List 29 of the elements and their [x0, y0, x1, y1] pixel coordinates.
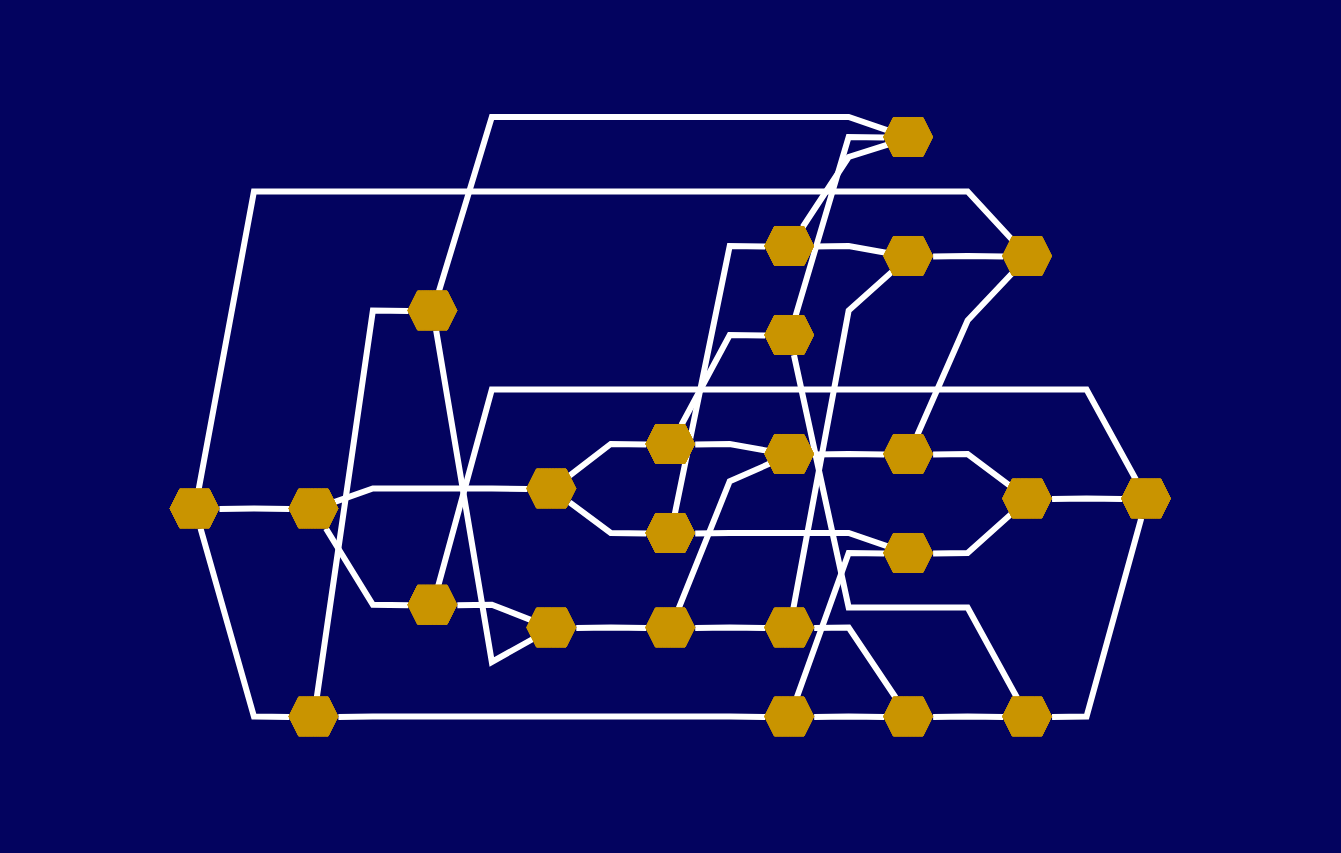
connector — [792, 133, 885, 317]
connector — [933, 450, 1012, 489]
connector — [933, 512, 1014, 557]
connector — [695, 624, 766, 631]
connector — [568, 440, 647, 479]
connector — [933, 253, 1004, 260]
connector — [1052, 517, 1145, 720]
connector — [433, 330, 535, 667]
connector — [576, 624, 647, 631]
connector — [457, 601, 533, 623]
connector — [800, 141, 889, 229]
connector — [672, 242, 766, 515]
connector — [814, 713, 885, 720]
connector — [195, 188, 1015, 491]
connector — [435, 386, 1139, 587]
connector — [323, 526, 409, 609]
connector — [695, 530, 889, 550]
connector — [791, 354, 1020, 699]
connector — [314, 307, 409, 698]
connector — [1052, 495, 1123, 502]
connector — [338, 713, 766, 720]
connector — [197, 527, 290, 720]
connector — [933, 713, 1004, 720]
connector — [695, 441, 768, 454]
connector — [436, 114, 889, 293]
connector — [334, 485, 528, 505]
connector — [568, 499, 647, 537]
connector — [219, 505, 290, 512]
connector — [814, 624, 899, 700]
